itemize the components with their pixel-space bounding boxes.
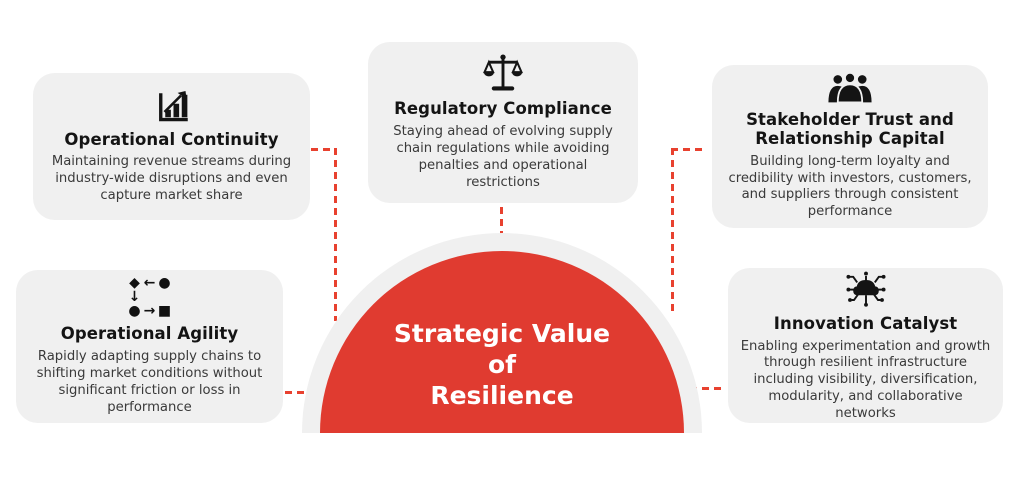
center-title-line: of: [487, 349, 517, 379]
card-title: Regulatory Compliance: [394, 99, 612, 119]
card-title: Stakeholder Trust and Relationship Capit…: [746, 109, 954, 149]
card-title: Operational Agility: [60, 324, 239, 344]
workflow-down-arrow-glyph: ↓: [128, 289, 141, 306]
workflow-square-glyph: ■: [157, 303, 172, 320]
card-operational-continuity: Operational Continuity Maintaining reven…: [33, 73, 310, 220]
connector-top-right-vertical: [671, 148, 674, 315]
connector-top-left-vertical: [334, 148, 337, 321]
bar-chart-growth-icon: [154, 88, 190, 124]
card-regulatory-compliance: Regulatory Compliance Staying ahead of e…: [368, 42, 638, 203]
people-group-icon: [827, 71, 873, 104]
connector-top-center-vertical: [500, 207, 503, 251]
card-body: Staying ahead of evolving supply chain r…: [393, 123, 613, 190]
innovation-network-icon: [845, 268, 887, 308]
connector-bottom-right-horizontal: [678, 387, 723, 390]
connector-top-right-horizontal: [671, 148, 704, 151]
card-title: Operational Continuity: [64, 129, 279, 149]
card-innovation-catalyst: Innovation Catalyst Enabling experimenta…: [728, 268, 1003, 423]
workflow-shapes-icon: ◆ ← ● ↓ ● → ■: [127, 276, 172, 318]
scales-of-justice-icon: [483, 53, 523, 93]
connector-top-left-horizontal: [311, 148, 336, 151]
center-title-line: Strategic Value: [393, 318, 611, 348]
center-title-line: Resilience: [430, 380, 574, 410]
workflow-circle-glyph: ●: [128, 303, 141, 320]
card-body: Rapidly adapting supply chains to shifti…: [36, 348, 263, 415]
card-body: Enabling experimentation and growth thro…: [740, 338, 991, 422]
card-body: Building long-term loyalty and credibili…: [728, 153, 972, 220]
card-operational-agility: ◆ ← ● ↓ ● → ■ Operational Agility Rapidl…: [16, 270, 283, 423]
workflow-diamond-glyph: ◆: [129, 275, 140, 292]
card-body: Maintaining revenue streams during indus…: [51, 154, 292, 204]
card-title: Innovation Catalyst: [773, 314, 958, 334]
card-stakeholder-trust: Stakeholder Trust and Relationship Capit…: [712, 65, 988, 228]
workflow-right-arrow-glyph: →: [143, 303, 156, 320]
workflow-left-arrow-glyph: ←: [143, 275, 156, 292]
workflow-circle-glyph: ●: [158, 275, 171, 292]
